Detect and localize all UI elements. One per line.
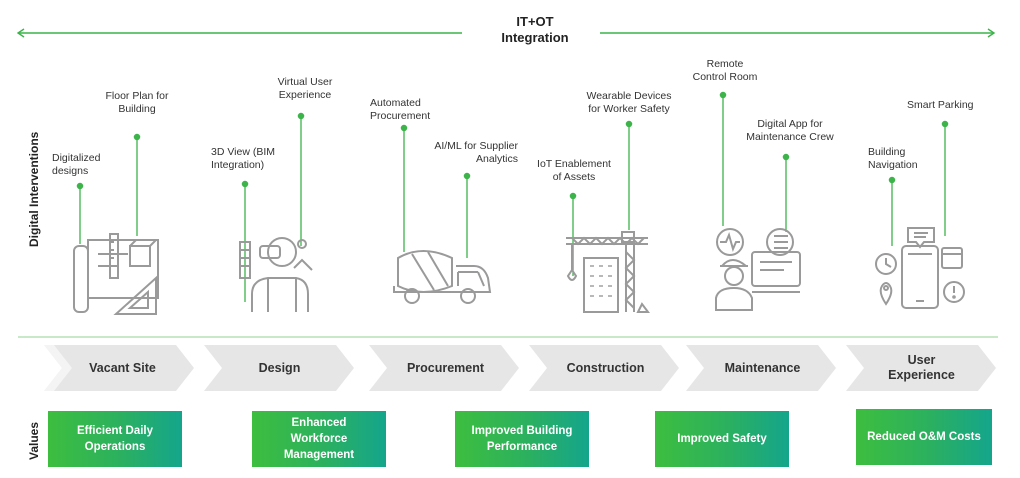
phase-label-procurement: Procurement: [406, 360, 485, 375]
value-box-reduced-costs: Reduced O&M Costs: [856, 409, 992, 465]
intervention-label: Building Navigation: [868, 146, 918, 171]
value-box-workforce-management: Enhanced Workforce Management: [252, 411, 386, 467]
smartphone-navigation-icon: [872, 224, 968, 314]
maintenance-worker-icon: [712, 226, 808, 312]
intervention-label: Wearable Devices for Worker Safety: [586, 90, 672, 115]
phase-label-design: Design: [258, 360, 301, 375]
phase-label-maintenance: Maintenance: [724, 360, 801, 375]
phase-label-construction: Construction: [566, 360, 645, 375]
header-title: IT+OT Integration: [501, 14, 569, 45]
intervention-label: Automated Procurement: [370, 97, 431, 122]
it-ot-arrow: [0, 14, 1020, 54]
intervention-label: Floor Plan for Building: [105, 90, 169, 115]
intervention-label: Virtual User Experience: [277, 76, 333, 101]
phase-chevron: [686, 345, 836, 391]
phase-label-user-experience: User Experience: [888, 353, 955, 382]
intervention-label: 3D View (BIM Integration): [211, 146, 275, 171]
intervention-label: Digitalized designs: [52, 152, 101, 177]
blueprint-icon: [68, 232, 168, 312]
intervention-label: Smart Parking: [907, 99, 974, 111]
phase-chevron: [846, 345, 996, 391]
cement-mixer-truck-icon: [390, 246, 500, 310]
phase-chevron: [44, 345, 194, 391]
phase-chevron: [369, 345, 519, 391]
intervention-label: Remote Control Room: [692, 58, 758, 83]
phase-chevron: [529, 345, 679, 391]
intervention-label: Digital App for Maintenance Crew: [746, 118, 834, 143]
phase-label-vacant-site: Vacant Site: [89, 360, 156, 375]
value-box-improved-safety: Improved Safety: [655, 411, 789, 467]
phase-chevron: [204, 345, 354, 391]
intervention-label: IoT Enablement of Assets: [537, 158, 611, 183]
section-divider: [0, 336, 1020, 340]
vr-headset-icon: [236, 234, 316, 314]
value-box-building-performance: Improved Building Performance: [455, 411, 589, 467]
intervention-label: AI/ML for Supplier Analytics: [434, 140, 518, 165]
tower-crane-icon: [562, 228, 652, 314]
value-box-efficient-operations: Efficient Daily Operations: [48, 411, 182, 467]
